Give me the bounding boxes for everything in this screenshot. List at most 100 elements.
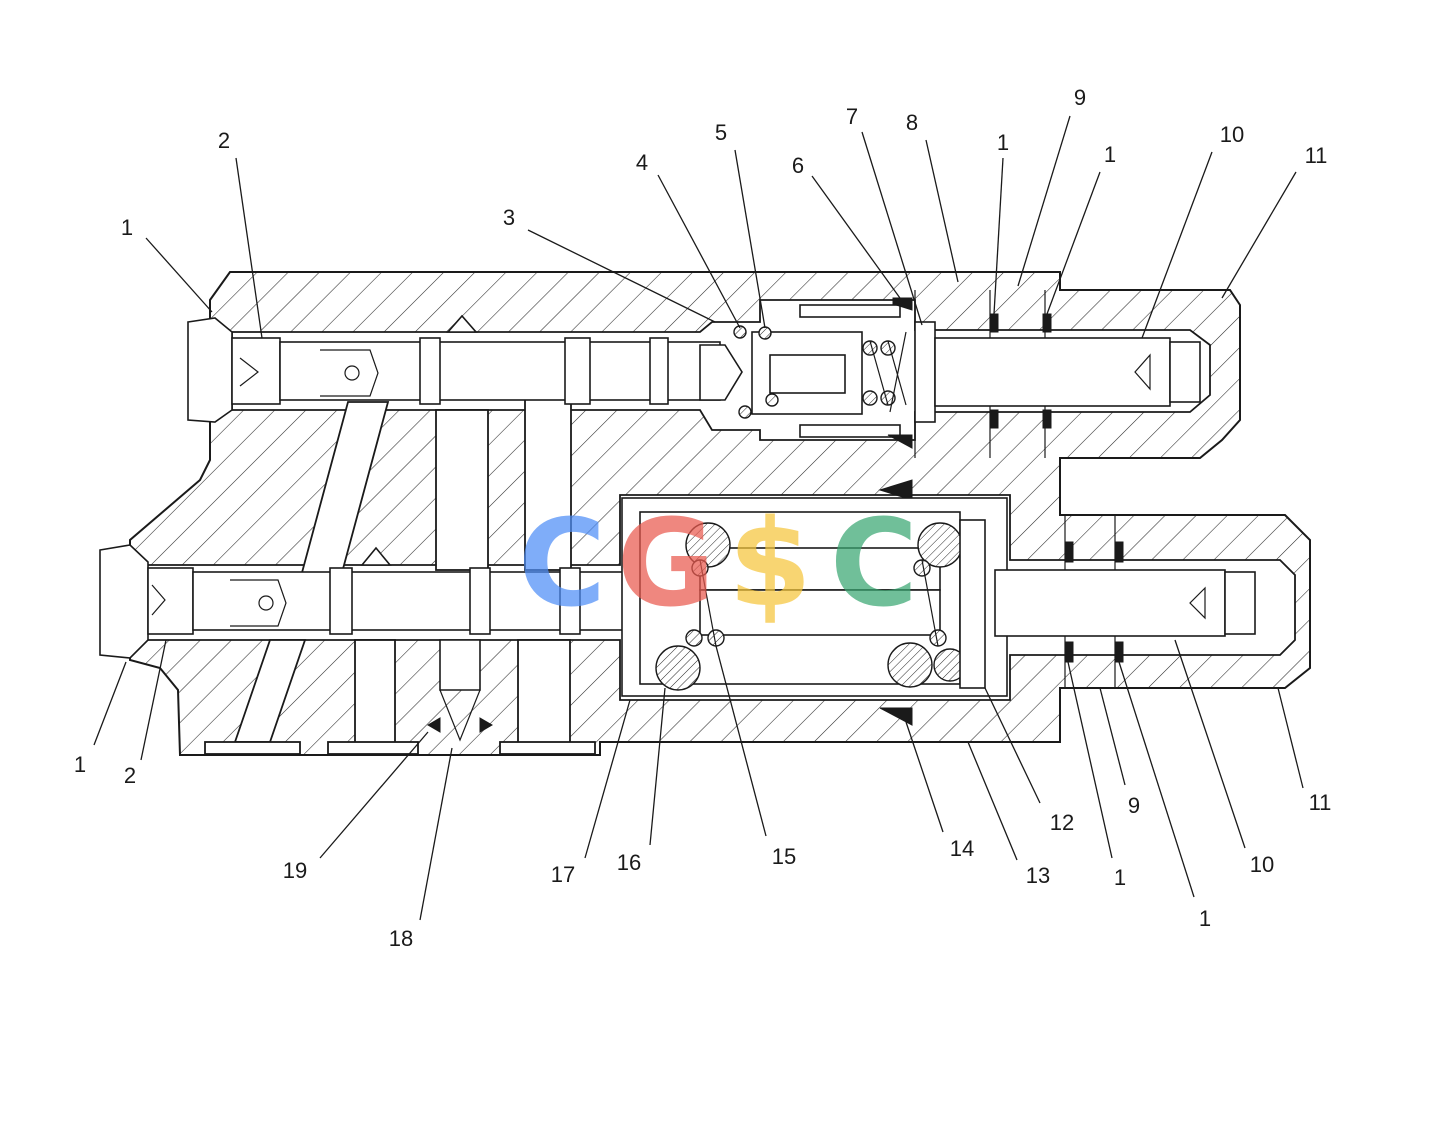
- callout-18: 18: [389, 926, 413, 951]
- callout-10: 10: [1220, 122, 1244, 147]
- watermark-letter-s: $: [728, 495, 812, 634]
- seal-14-top: [878, 479, 913, 501]
- o-ring-4-lower: [738, 405, 752, 419]
- callout-9: 9: [1074, 85, 1086, 110]
- o-ring-4: [733, 325, 747, 339]
- callouts-bottom: 1 2 19 18 17 16 15 14 13 12 1 9 1 10 11: [74, 752, 1332, 951]
- port-b: [327, 741, 419, 755]
- seal-1-lower-b: [1114, 541, 1124, 563]
- passage-d: [517, 639, 571, 746]
- seal-1-upper-c: [989, 409, 999, 429]
- seal-1-lower-a: [1064, 541, 1074, 563]
- port-c: [499, 741, 596, 755]
- seal-19-left: [427, 717, 441, 733]
- leader-lines: [93, 115, 1304, 921]
- callout-8: 8: [906, 110, 918, 135]
- upper-rod-head: [1169, 341, 1201, 403]
- callout-5: 5: [715, 120, 727, 145]
- callout-4: 4: [636, 150, 648, 175]
- callout-2: 2: [124, 763, 136, 788]
- seal-6-lower: [887, 434, 913, 449]
- lower-spool-orifice: [258, 595, 274, 611]
- callout-17: 17: [551, 862, 575, 887]
- callout-1: 1: [1104, 142, 1116, 167]
- callout-6: 6: [792, 153, 804, 178]
- watermark-letter-g: G: [617, 495, 716, 634]
- callout-10: 10: [1250, 852, 1274, 877]
- watermark-letter-c2: C: [830, 495, 918, 634]
- port-a: [204, 741, 301, 755]
- upper-plug-stem: [231, 337, 281, 405]
- callout-2: 2: [218, 128, 230, 153]
- lower-check-ball: [360, 546, 392, 566]
- lower-plug-socket: [151, 584, 166, 616]
- check-valve-18: [439, 639, 481, 691]
- seal-19-right: [479, 717, 493, 733]
- callout-7: 7: [846, 104, 858, 129]
- seal-1-upper-d: [1042, 409, 1052, 429]
- lower-spool-land-b: [469, 567, 491, 635]
- upper-piston-core: [769, 354, 846, 394]
- lower-spool-land-a: [329, 567, 353, 635]
- lower-spool-land-c: [559, 567, 581, 635]
- callout-1: 1: [1199, 906, 1211, 931]
- spring-guide-lower: [699, 589, 941, 636]
- spring-16-coil: [655, 645, 701, 691]
- lower-spool-slot: [230, 579, 287, 627]
- cgsc-watermark-logo: C G $ C: [518, 495, 918, 634]
- upper-spool-land-c: [649, 337, 669, 405]
- callout-1: 1: [74, 752, 86, 777]
- watermark-letter-c: C: [518, 495, 606, 634]
- upper-spool-orifice: [344, 365, 360, 381]
- lower-plug: [99, 544, 149, 659]
- upper-check-ball: [446, 314, 478, 333]
- retainer-plate-8: [914, 321, 936, 423]
- lower-plug-stem: [147, 567, 194, 635]
- seal-1-lower-c: [1064, 641, 1074, 663]
- seal-14: [879, 707, 913, 726]
- upper-spool-slot: [320, 349, 379, 397]
- lower-rod-10: [994, 569, 1226, 637]
- seal-1-upper-b: [1042, 313, 1052, 333]
- upper-plug-socket: [239, 357, 259, 387]
- callout-9: 9: [1128, 793, 1140, 818]
- seal-6: [892, 297, 913, 311]
- callout-19: 19: [283, 858, 307, 883]
- callout-14: 14: [950, 836, 974, 861]
- o-ring-5: [758, 326, 772, 340]
- callout-11: 11: [1309, 790, 1332, 815]
- upper-plug: [187, 317, 233, 423]
- callout-13: 13: [1026, 863, 1050, 888]
- seal-1-lower-d: [1114, 641, 1124, 663]
- spring-7-coil: [862, 390, 878, 406]
- check-valve-18-seat: [439, 689, 481, 742]
- callout-11: 11: [1305, 143, 1328, 168]
- upper-spool-land-a: [419, 337, 441, 405]
- passage-a: [435, 409, 489, 571]
- passage-c: [354, 639, 396, 746]
- callout-15: 15: [772, 844, 796, 869]
- spring-15-coil: [685, 629, 703, 647]
- upper-rod-socket: [1134, 353, 1151, 391]
- callout-1: 1: [1114, 865, 1126, 890]
- callout-3: 3: [503, 205, 515, 230]
- spring-7-wire: [869, 331, 907, 413]
- upper-spool: [279, 341, 721, 401]
- lower-spool: [192, 571, 624, 631]
- spring-15-wire: [699, 559, 939, 647]
- upper-sleeve-bottom: [799, 424, 901, 438]
- upper-spool-land-b: [564, 337, 591, 405]
- spring-16-coil: [887, 642, 933, 688]
- upper-spool-tip: [699, 344, 743, 401]
- lower-rod-head: [1224, 571, 1256, 635]
- upper-sleeve-top: [799, 304, 901, 318]
- callout-1: 1: [121, 215, 133, 240]
- retainer-12: [959, 519, 986, 689]
- callouts-top: 1 2 3 4 5 6 7 8 1 9 1 10 11: [121, 85, 1328, 240]
- callout-16: 16: [617, 850, 641, 875]
- lower-rod-socket: [1189, 586, 1206, 620]
- callout-12: 12: [1050, 810, 1074, 835]
- o-ring-5-lower: [765, 393, 779, 407]
